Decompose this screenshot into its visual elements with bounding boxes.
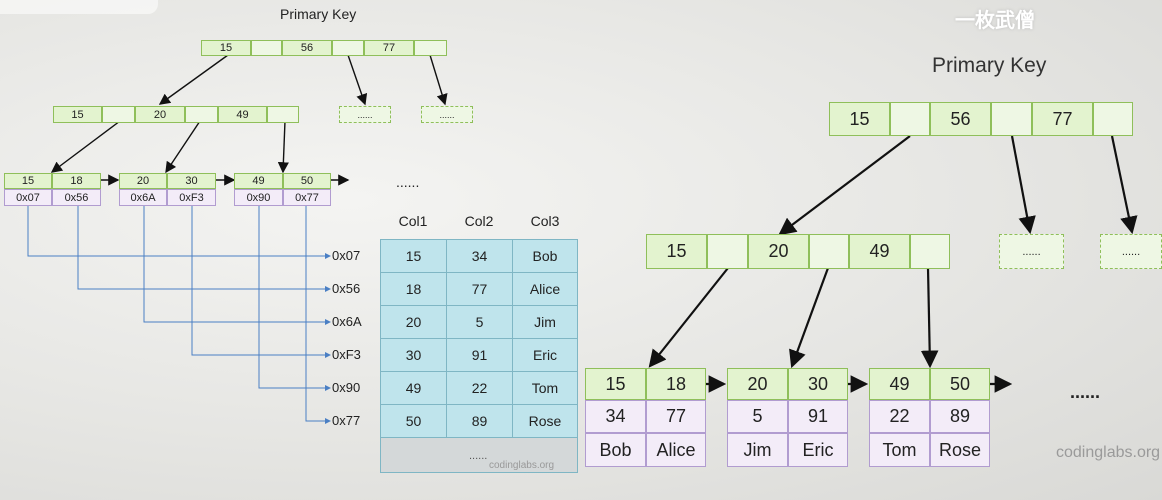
left-leaf-2-addr-1: 0x6A [119, 189, 167, 206]
left-leaf-3-key-1: 49 [234, 173, 283, 189]
left-tree-arrows [50, 54, 448, 186]
right-leaf-1-key-1: 15 [585, 368, 646, 400]
left-root-placeholder-1: ...... [339, 106, 391, 123]
right-l2-key-2: 20 [748, 234, 809, 269]
right-leaf-2-col2-2: 91 [788, 400, 848, 433]
left-leaf-1-addr-2: 0x56 [52, 189, 101, 206]
table-cell: Alice [512, 272, 578, 306]
right-leaf-2-col2-1: 5 [727, 400, 788, 433]
right-root-key-1: 15 [829, 102, 890, 136]
right-tree-arrows [648, 135, 1138, 393]
table-header-col1: Col1 [398, 213, 428, 229]
left-leaf-1-key-1: 15 [4, 173, 52, 189]
right-l2-key-1: 15 [646, 234, 707, 269]
right-leaf-3-key-1: 49 [869, 368, 930, 400]
table-cell: 20 [380, 305, 447, 339]
left-root-ptr [414, 40, 447, 56]
right-root-key-2: 56 [930, 102, 991, 136]
pointer-label: 0x77 [332, 413, 361, 428]
left-l2-ptr [102, 106, 135, 123]
logo-text: 一枚武僧 [955, 10, 1035, 32]
right-l2-ptr [707, 234, 748, 269]
right-l2-key-3: 49 [849, 234, 910, 269]
left-leaf-3-key-2: 50 [283, 173, 331, 189]
right-leaf-2-col3-1: Jim [727, 433, 788, 467]
table-cell: 30 [380, 338, 447, 372]
left-l2-ptr [267, 106, 299, 123]
table-cell: 5 [446, 305, 513, 339]
left-leaf-3-addr-1: 0x90 [234, 189, 283, 206]
right-root-ptr [991, 102, 1032, 136]
right-leaf-2-key-2: 30 [788, 368, 848, 400]
right-leaf-2-col3-2: Eric [788, 433, 848, 467]
table-footer-ellipsis: ...... [469, 450, 488, 462]
right-leaf-1-col3-2: Alice [646, 433, 706, 467]
table-cell: 18 [380, 272, 447, 306]
left-leaf-3-addr-2: 0x77 [283, 189, 331, 206]
left-root-placeholder-2: ...... [421, 106, 473, 123]
right-l2-ptr [910, 234, 950, 269]
right-leaf-1-col3-1: Bob [585, 433, 646, 467]
left-leaf-2-key-2: 30 [167, 173, 216, 189]
table-cell: 91 [446, 338, 513, 372]
right-leaf-1-col2-2: 77 [646, 400, 706, 433]
right-leaf-3-col2-1: 22 [869, 400, 930, 433]
right-leaf-3-col3-1: Tom [869, 433, 930, 467]
right-root-ptr [890, 102, 930, 136]
table-cell: 34 [446, 239, 513, 273]
right-root-ptr [1093, 102, 1133, 136]
right-leaf-3-key-2: 50 [930, 368, 990, 400]
table-header-col3: Col3 [530, 213, 560, 229]
pointer-label: 0x07 [332, 248, 361, 263]
table-cell: 77 [446, 272, 513, 306]
left-root-key-3: 77 [364, 40, 414, 56]
left-l2-key-1: 15 [53, 106, 102, 123]
right-root-placeholder-1: ...... [999, 234, 1064, 269]
right-primary-key-title: Primary Key [932, 54, 1047, 77]
table-cell: 22 [446, 371, 513, 405]
left-root-ptr [251, 40, 282, 56]
table-watermark: codinglabs.org [489, 460, 555, 471]
right-leaf-3-col3-2: Rose [930, 433, 990, 467]
pointer-label: 0xF3 [332, 347, 361, 362]
left-pointer-lines [27, 206, 331, 424]
left-root-key-2: 56 [282, 40, 332, 56]
left-l2-ptr [185, 106, 218, 123]
left-l2-key-2: 20 [135, 106, 185, 123]
table-cell: Jim [512, 305, 578, 339]
table-cell: 49 [380, 371, 447, 405]
table-footer-row: ...... codinglabs.org [380, 437, 578, 473]
right-l2-ptr [809, 234, 849, 269]
right-leaf-more: ...... [1070, 382, 1101, 402]
left-leaf-1-key-2: 18 [52, 173, 101, 189]
pointer-label: 0x56 [332, 281, 361, 296]
left-leaf-1-addr-1: 0x07 [4, 189, 52, 206]
right-leaf-2-key-1: 20 [727, 368, 788, 400]
right-leaf-1-key-2: 18 [646, 368, 706, 400]
left-leaf-more: ...... [396, 174, 420, 190]
pointer-label: 0x90 [332, 380, 361, 395]
right-root-key-3: 77 [1032, 102, 1093, 136]
table-header-col2: Col2 [464, 213, 494, 229]
left-leaf-2-addr-2: 0xF3 [167, 189, 216, 206]
left-l2-key-3: 49 [218, 106, 267, 123]
pointer-label: 0x6A [332, 314, 362, 329]
right-watermark: codinglabs.org [1056, 444, 1161, 461]
table-cell: 50 [380, 404, 447, 438]
right-leaf-1-col2-1: 34 [585, 400, 646, 433]
left-leaf-2-key-1: 20 [119, 173, 167, 189]
left-root-ptr [332, 40, 364, 56]
left-primary-key-title: Primary Key [280, 6, 357, 22]
right-root-placeholder-2: ...... [1100, 234, 1162, 269]
table-cell: Eric [512, 338, 578, 372]
table-cell: Tom [512, 371, 578, 405]
right-leaf-3-col2-2: 89 [930, 400, 990, 433]
left-root-key-1: 15 [201, 40, 251, 56]
table-cell: Rose [512, 404, 578, 438]
table-cell: 89 [446, 404, 513, 438]
table-cell: Bob [512, 239, 578, 273]
top-left-tab-remnant [0, 0, 158, 14]
table-cell: 15 [380, 239, 447, 273]
